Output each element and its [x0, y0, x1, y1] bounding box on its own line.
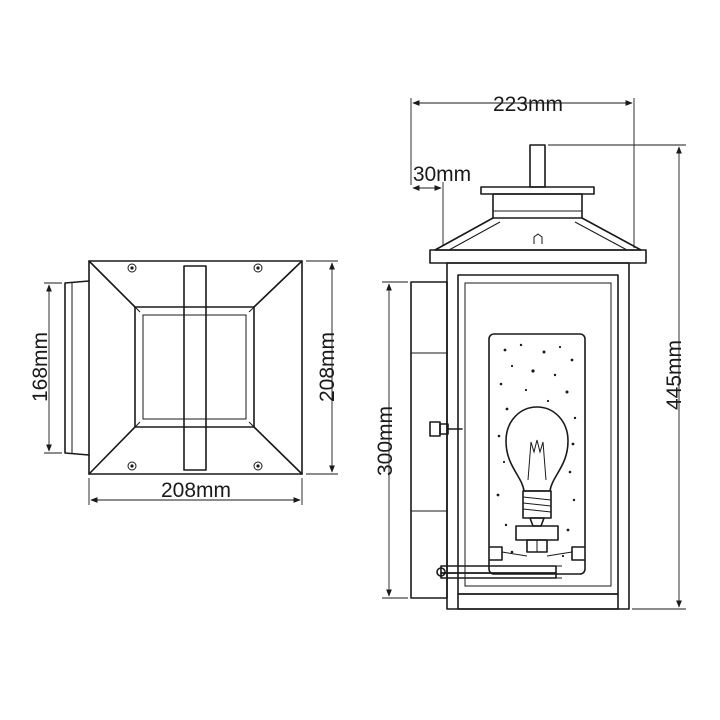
bracket-right [571, 546, 585, 561]
eave [429, 249, 647, 264]
backplate-view [64, 260, 303, 475]
label-lantern-height: 445mm [663, 340, 686, 410]
body-frame [446, 262, 630, 610]
dim-plate-height [306, 260, 338, 475]
label-top-offset: 30mm [413, 163, 471, 186]
dim-top-offset [412, 182, 444, 245]
dim-lantern-height [548, 144, 686, 610]
back-box-outline [64, 280, 90, 456]
mounting-arm [183, 265, 207, 471]
dim-mount-height [382, 281, 408, 599]
plate-outer [88, 260, 303, 475]
label-backplate-height: 168mm [29, 332, 52, 402]
plate-inner [134, 306, 255, 428]
screw-icon [429, 421, 463, 437]
label-plate-width: 208mm [161, 479, 231, 502]
cap-body [492, 193, 583, 219]
label-mount-height: 300mm [374, 406, 397, 476]
label-lantern-width: 223mm [493, 93, 563, 116]
top-tube [529, 144, 546, 188]
roof-bolt [533, 233, 543, 244]
seeded-glass [496, 343, 577, 558]
mount-rod [436, 565, 562, 579]
bracket-left [489, 546, 503, 561]
dim-lantern-width [410, 98, 635, 248]
bulb-chamber [488, 333, 586, 575]
cap-rim [480, 186, 595, 195]
bulb-icon [505, 406, 569, 553]
dim-backplate-height [44, 282, 62, 454]
plate-recess [142, 314, 247, 420]
lantern-view [410, 144, 647, 610]
dim-plate-width [88, 478, 303, 505]
wall-mount [410, 281, 448, 599]
label-plate-height: 208mm [316, 332, 339, 402]
base [457, 593, 619, 610]
screw-icon [127, 263, 263, 471]
glass-frame [457, 274, 619, 595]
